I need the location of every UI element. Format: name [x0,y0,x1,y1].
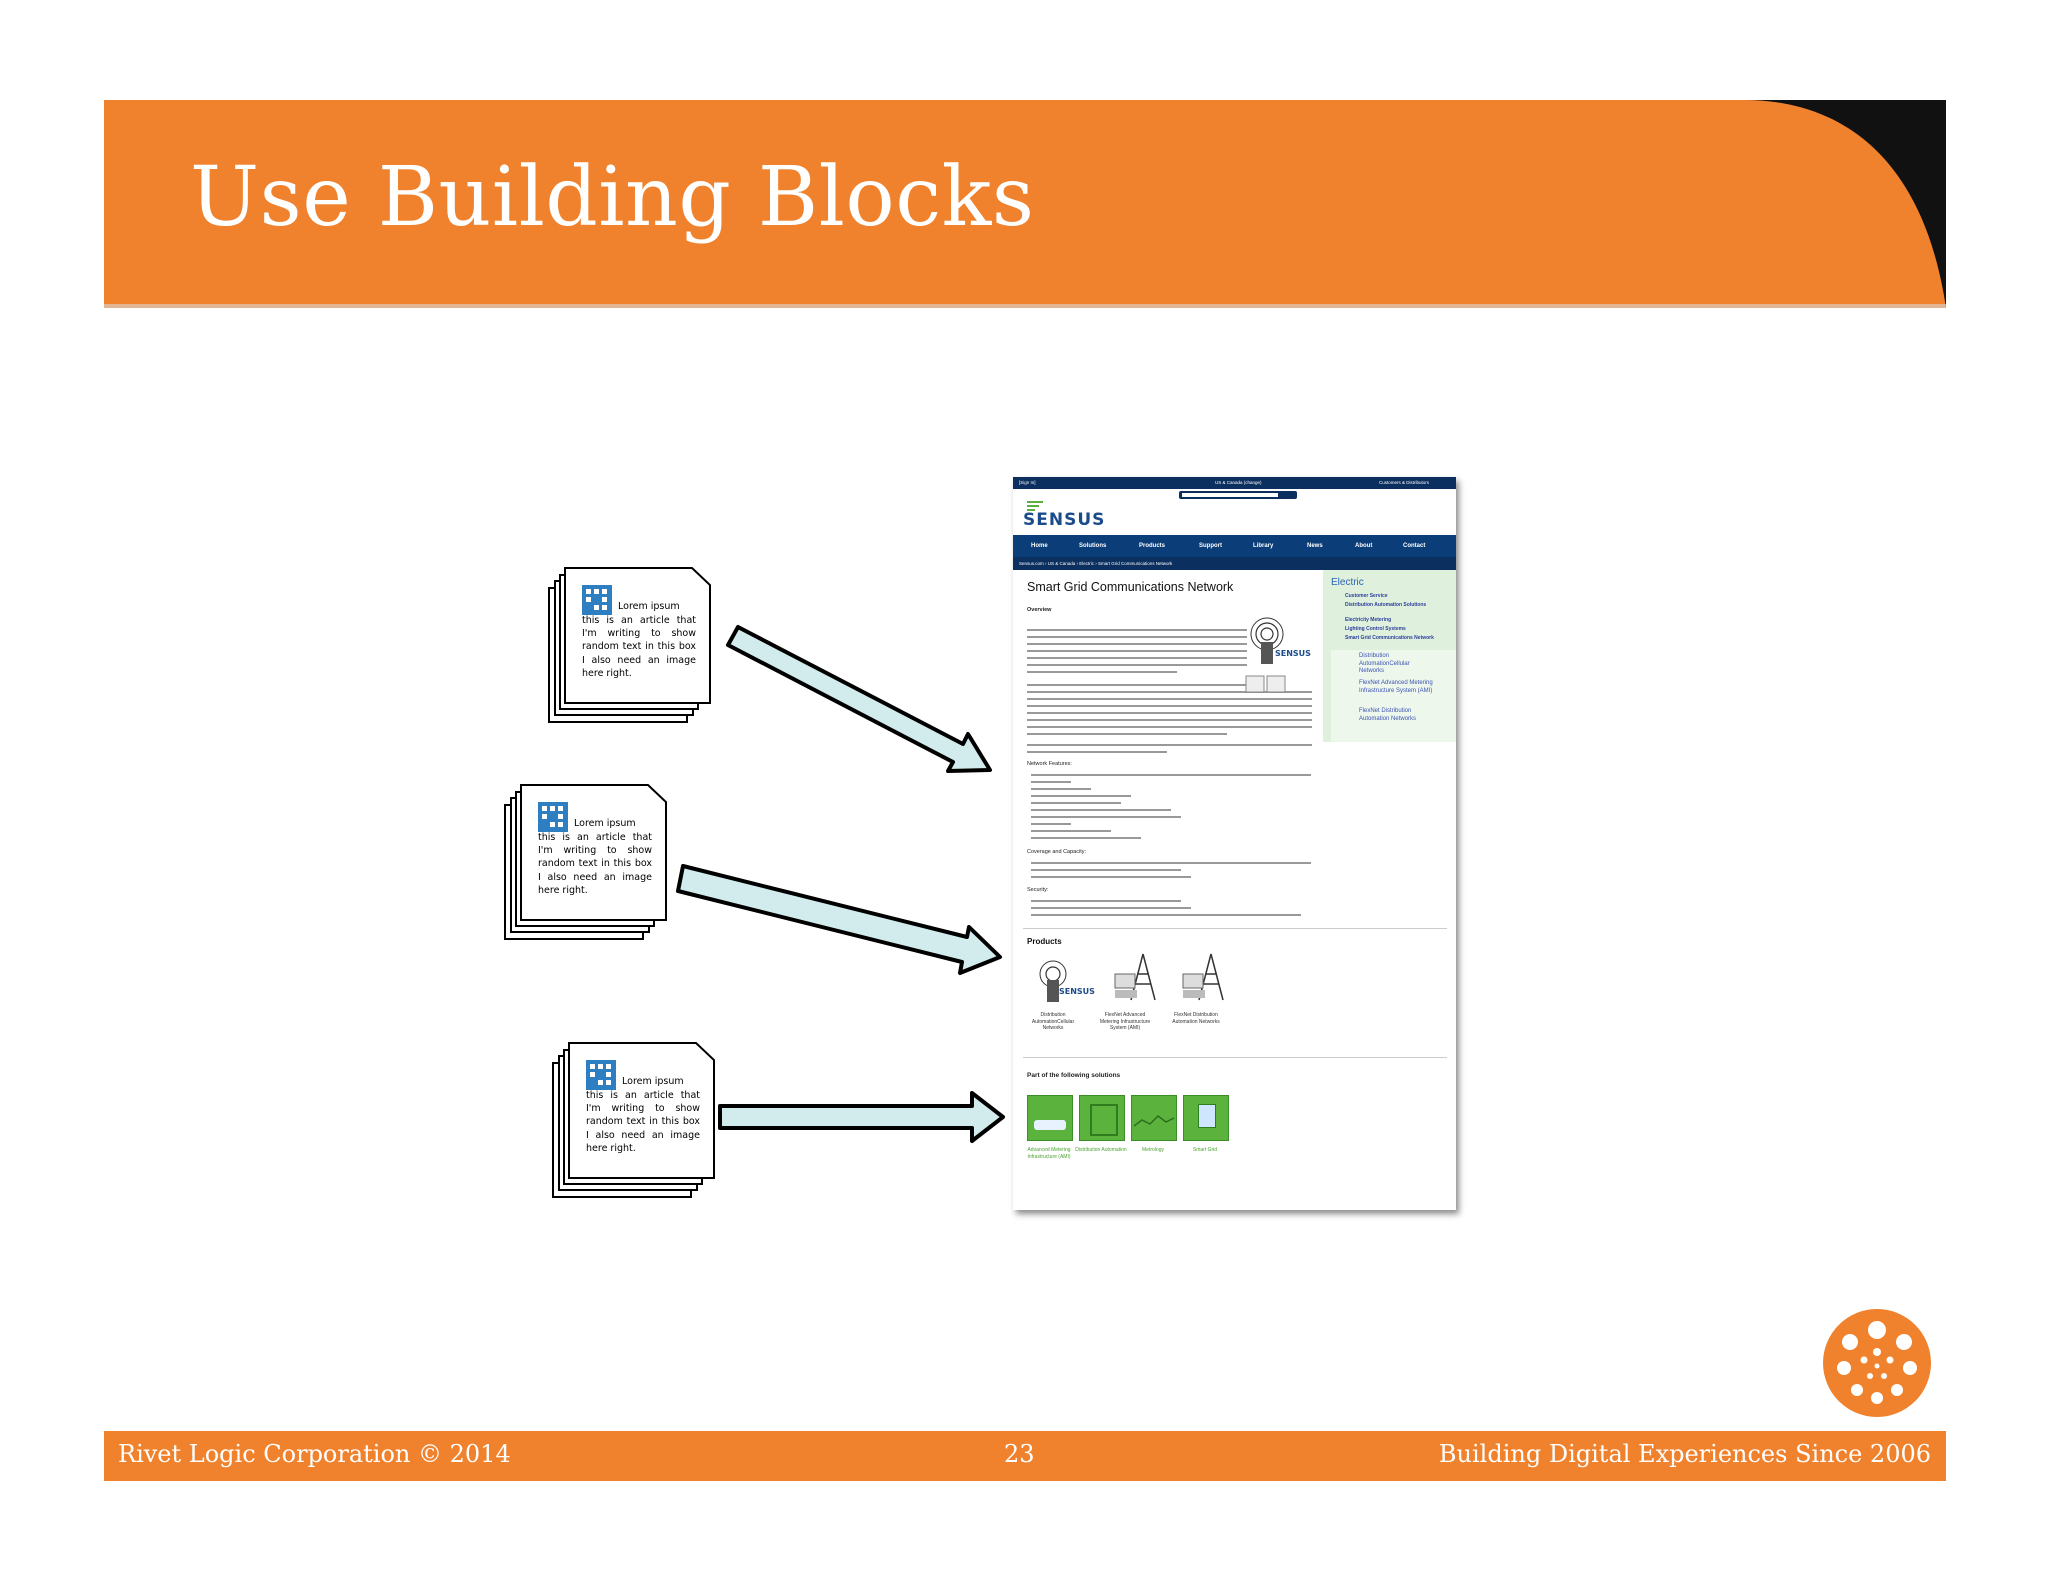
solutions-heading: Part of the following solutions [1027,1072,1121,1079]
card-text: this is an article that I'm writing to s… [538,832,652,896]
thumbnail-images [1245,675,1286,693]
solution-caption[interactable]: Distribution Automation [1075,1147,1127,1153]
product-caption[interactable]: FlexNet Distribution Automation Networks [1172,1012,1220,1025]
sidebar-link[interactable]: Lighting Control Systems [1345,626,1406,632]
nav-contact[interactable]: Contact [1403,543,1426,549]
site-nav: Home Solutions Products Support Library … [1013,535,1456,559]
region-selector[interactable]: US & Canada (change) [1215,480,1262,485]
network-features-label: Network Features: [1027,761,1072,767]
arrow-1 [726,625,992,773]
sidebar-submenu: Distribution AutomationCellular Networks… [1331,650,1456,742]
article-card-stack: Lorem ipsum this is an article that I'm … [548,567,711,727]
nav-support[interactable]: Support [1199,543,1222,549]
divider [1023,928,1447,929]
customers-link[interactable]: Customers & Distributors [1379,480,1430,485]
nav-library[interactable]: Library [1253,543,1274,549]
site-search[interactable] [1179,491,1297,499]
solution-tile-smart-grid[interactable] [1183,1095,1229,1141]
footer-tagline: Building Digital Experiences Since 2006 [1438,1440,1931,1468]
solution-caption[interactable]: Advanced Metering Infrastructure (AMI) [1027,1147,1071,1160]
products-heading: Products [1027,937,1062,946]
divider [1023,1057,1447,1058]
sidebar-link[interactable]: Customer Service [1345,593,1388,599]
sidebar-sublink[interactable]: Distribution AutomationCellular Networks [1359,653,1410,674]
product-images: SENSUS [1039,953,1224,1002]
breadcrumb: Sensus.com › US & Canada › Electric › Sm… [1013,559,1456,570]
sidebar-link[interactable]: Distribution Automation Solutions [1345,602,1427,608]
slide-footer: Rivet Logic Corporation © 2014 23 Buildi… [104,1431,1946,1481]
breadcrumb-text[interactable]: Sensus.com › US & Canada › Electric › Sm… [1019,561,1173,566]
nav-products[interactable]: Products [1139,543,1166,549]
card-heading: Lorem ipsum [574,818,636,829]
card-heading: Lorem ipsum [618,601,680,612]
coverage-label: Coverage and Capacity: [1027,849,1087,855]
sensus-logo-mark [1027,501,1043,511]
sensus-logo[interactable]: SENSUS [1023,510,1106,530]
article-card: Lorem ipsum this is an article that I'm … [564,567,712,704]
product-caption[interactable]: Distribution AutomationCellular Networks [1031,1012,1075,1031]
page-title: Smart Grid Communications Network [1027,580,1234,594]
article-card-stack: Lorem ipsum this is an article that I'm … [552,1042,715,1202]
image-icon [538,802,568,832]
rivet-logic-logo [1823,1309,1931,1417]
svg-text:SENSUS: SENSUS [1275,649,1311,658]
tower-product-image: SENSUS [1250,617,1311,664]
svg-text:SENSUS: SENSUS [1059,987,1095,996]
arrow-3 [718,1091,1005,1143]
product-caption[interactable]: FlexNet Advanced Metering Infrastructure… [1099,1012,1151,1031]
solution-tile-ami[interactable] [1027,1095,1073,1141]
security-label: Security: [1027,887,1049,893]
site-utility-bar: [Sign In] US & Canada (change) Customers… [1013,477,1456,489]
card-heading: Lorem ipsum [622,1076,684,1087]
sidebar-sublink[interactable]: FlexNet Advanced Metering Infrastructure… [1359,680,1433,694]
sign-in-link[interactable]: [Sign In] [1019,480,1036,485]
sidebar-link-active[interactable]: Smart Grid Communications Network [1345,635,1434,641]
article-card-stack: Lorem ipsum this is an article that I'm … [504,784,667,944]
solution-caption[interactable]: Smart Grid [1192,1147,1218,1153]
sidebar-title[interactable]: Electric [1331,577,1364,588]
site-sidebar: Electric Customer Service Distribution A… [1323,570,1456,742]
image-icon [582,585,612,615]
header-band [104,100,1946,308]
image-icon [586,1060,616,1090]
arrow-2 [676,864,1002,975]
nav-about[interactable]: About [1355,543,1373,549]
website-screenshot: [Sign In] US & Canada (change) Customers… [1013,477,1456,1210]
nav-news[interactable]: News [1307,543,1323,549]
sidebar-sublink[interactable]: FlexNet Distribution Automation Networks [1359,708,1417,722]
overview-label: Overview [1027,607,1052,613]
solution-caption[interactable]: Metrology [1142,1147,1164,1153]
slide-title: Use Building Blocks [190,150,1035,245]
article-card: Lorem ipsum this is an article that I'm … [520,784,668,921]
sidebar-link[interactable]: Electricity Metering [1345,617,1392,623]
solution-tile-distribution[interactable] [1079,1095,1125,1141]
footer-copyright: Rivet Logic Corporation © 2014 [118,1440,511,1468]
slide-number: 23 [1004,1440,1035,1468]
slide-header: Use Building Blocks [104,100,1946,308]
card-text: this is an article that I'm writing to s… [586,1090,700,1154]
article-card: Lorem ipsum this is an article that I'm … [568,1042,716,1179]
nav-solutions[interactable]: Solutions [1079,543,1107,549]
card-text: this is an article that I'm writing to s… [582,615,696,679]
nav-home[interactable]: Home [1031,543,1048,549]
search-input[interactable] [1182,493,1278,497]
solution-tile-metrology[interactable] [1131,1095,1177,1141]
